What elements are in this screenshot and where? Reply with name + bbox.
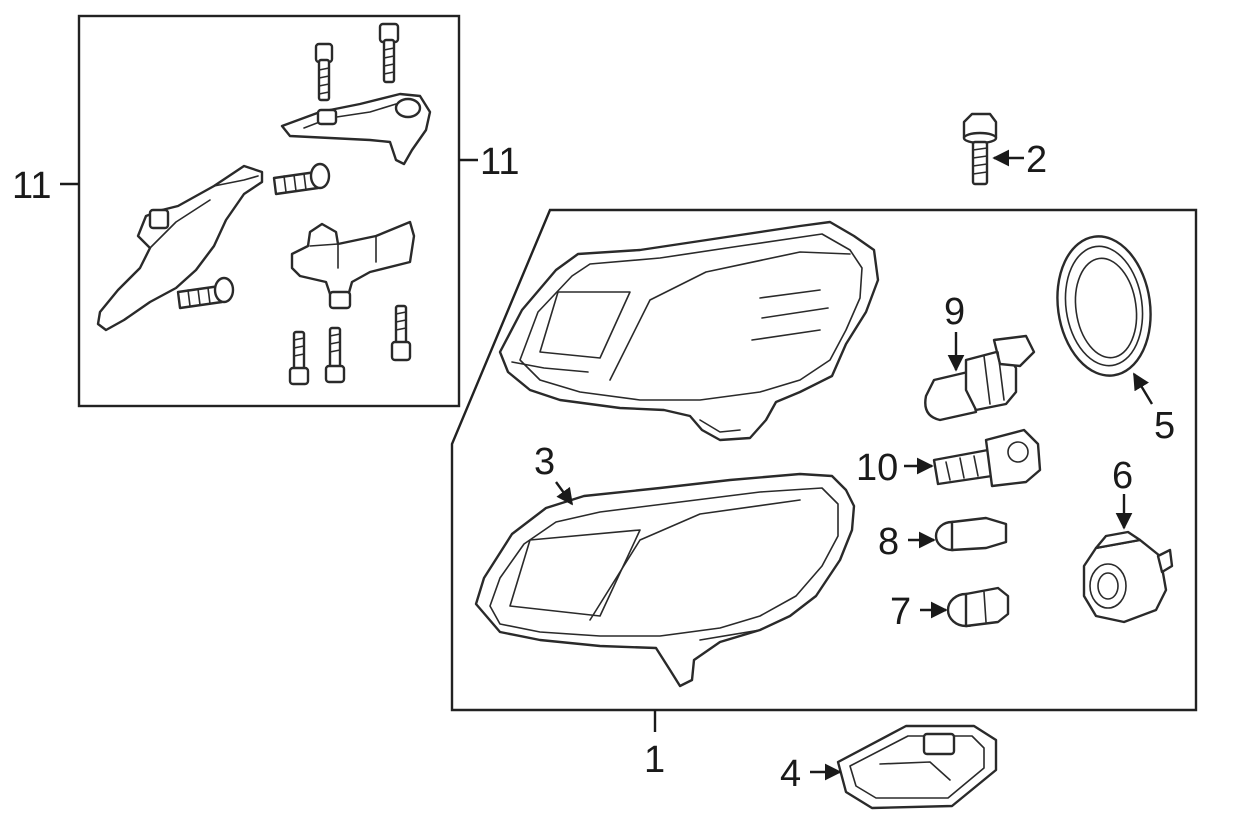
- label-8: 8: [878, 521, 899, 563]
- bolt-icon: [390, 304, 412, 362]
- bolt-2: 2: [962, 112, 1047, 186]
- headlamp-housing: [498, 220, 880, 442]
- headlamp-assembly-group: 1 3 5: [450, 208, 1198, 781]
- label-10: 10: [856, 447, 898, 489]
- center-bracket: [290, 220, 416, 310]
- label-1: 1: [644, 739, 665, 781]
- bolt-icon: [378, 22, 400, 84]
- label-2: 2: [1026, 139, 1047, 181]
- bolt-icon: [176, 276, 235, 310]
- bolt-icon: [314, 42, 334, 102]
- bulb-9: 9: [924, 291, 1036, 422]
- bulb-10: 10: [856, 428, 1042, 489]
- assembly-frame: [450, 208, 1198, 712]
- bulb-8: 8: [878, 516, 1008, 563]
- label-9: 9: [944, 291, 965, 333]
- upper-bracket: [280, 92, 432, 166]
- label-6: 6: [1112, 455, 1133, 497]
- bolt-icon: [288, 330, 310, 386]
- bolt-icon: [324, 326, 346, 384]
- socket: 6: [1082, 455, 1174, 624]
- bolt-icon: [272, 162, 331, 196]
- bulb-7: 7: [890, 586, 1010, 633]
- headlamp-lens: 3: [474, 441, 856, 688]
- label-11-left: 11: [12, 165, 51, 207]
- left-bracket: [96, 164, 264, 332]
- label-11-right: 11: [480, 141, 519, 183]
- label-7: 7: [890, 591, 911, 633]
- control-module: 4: [780, 724, 998, 810]
- dust-cap: 5: [1056, 235, 1175, 447]
- bracket-kit-group: 11 11: [12, 14, 519, 408]
- label-5: 5: [1154, 405, 1175, 447]
- label-4: 4: [780, 753, 801, 795]
- label-3: 3: [534, 441, 555, 483]
- bracket-kit-frame: [77, 14, 461, 408]
